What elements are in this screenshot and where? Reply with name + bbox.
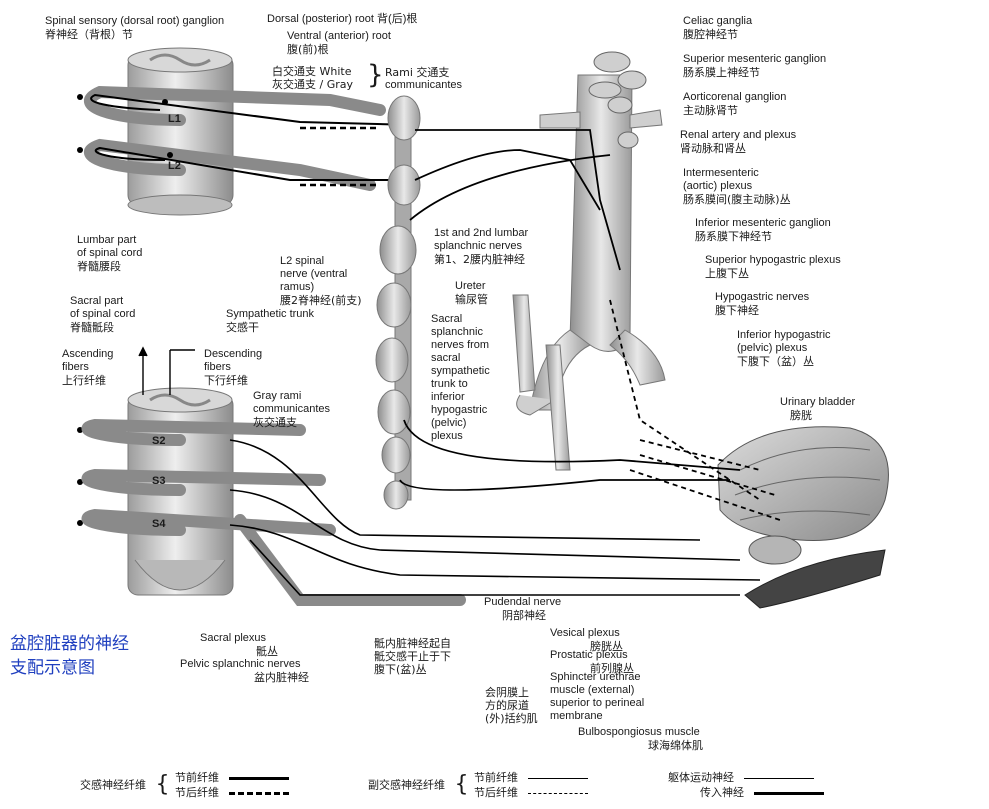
ascending-descending-arrows [138, 346, 195, 395]
brace: } [367, 60, 384, 90]
label-sphincter-cn: 会阴膜上方的尿道(外)括约肌 [485, 686, 538, 725]
aorta [516, 74, 666, 416]
prevertebral-ganglia [588, 51, 647, 149]
legend-somatic-swatch [744, 777, 814, 779]
segment-s2: S2 [152, 435, 166, 447]
lumbar-nerve-fibers [90, 93, 416, 187]
label-dorsal-root: Dorsal (posterior) root 背(后)根 [267, 13, 418, 25]
legend-parasympathetic: 副交感神经纤维 { 节前纤维 节后纤维 [368, 770, 588, 800]
root-dots [77, 94, 173, 526]
label-sacral-splanchnic: Sacral splanchnic nerves from sacral sym… [431, 313, 490, 442]
segment-l1: L1 [168, 113, 181, 125]
sympathetic-fibers [399, 129, 781, 521]
lumbar-nerve-roots [83, 85, 386, 191]
lumbar-spinal-cord [127, 47, 234, 216]
legend-somatic: 躯体运动神经 传入神经 [668, 770, 824, 800]
legend-para-post-swatch [528, 792, 588, 794]
ureter [512, 294, 571, 471]
label-sphincter-urethrae: Sphincter urethrae muscle (external) sup… [550, 671, 645, 722]
sacral-nerve-fibers [229, 439, 761, 596]
legend-para-pre-swatch [528, 777, 588, 779]
segment-l2: L2 [168, 160, 181, 172]
label-sacral-from-cn: 骶内脏神经起自骶交感干止于下腹下(盆)丛 [374, 637, 451, 676]
figure-caption: 盆腔脏器的神经支配示意图 [10, 634, 129, 678]
legend-afferent-swatch [754, 791, 824, 795]
sacral-nerve-roots [81, 418, 466, 606]
segment-s3: S3 [152, 475, 166, 487]
urinary-bladder [717, 426, 889, 609]
legend-sympathetic: 交感神经纤维 { 节前纤维 节后纤维 [80, 770, 289, 800]
segment-s4: S4 [152, 518, 166, 530]
legend-sym-post-swatch [229, 791, 289, 795]
sympathetic-trunk [375, 95, 421, 510]
legend-sym-pre-swatch [229, 776, 289, 780]
